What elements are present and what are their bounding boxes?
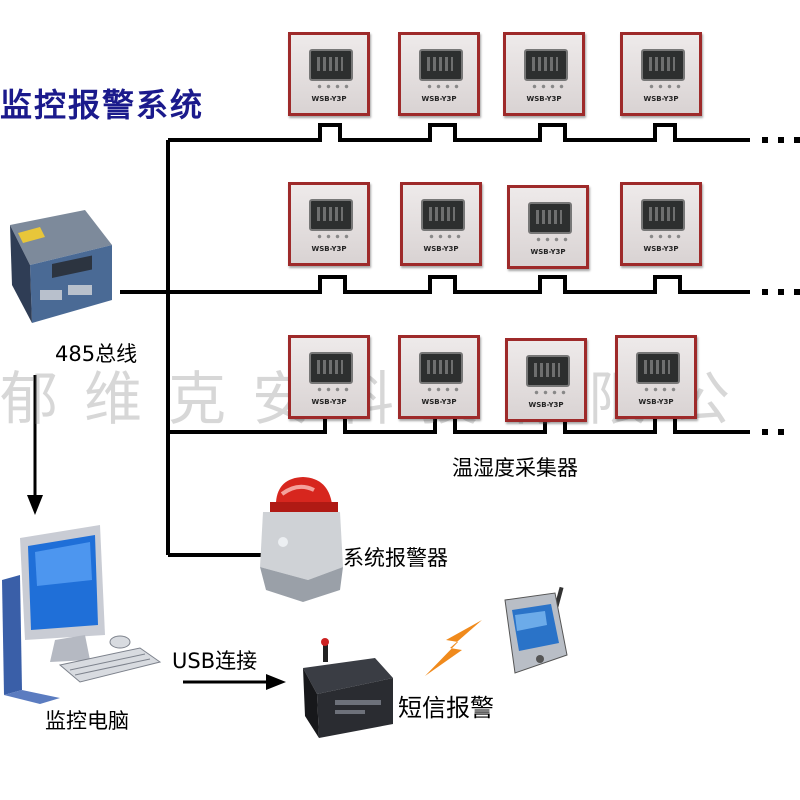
alarm-siren-icon: [260, 477, 343, 602]
sensor-unit: WSB-Y3P: [398, 32, 480, 116]
sensor-unit: WSB-Y3P: [398, 335, 480, 419]
alarm-label: 系统报警器: [343, 546, 448, 570]
bus-row-1-line: [168, 123, 750, 142]
rs485-converter-icon: [10, 210, 112, 323]
sensor-unit: WSB-Y3P: [288, 182, 370, 266]
bus-row-2-line: [120, 275, 750, 294]
usb-label: USB连接: [172, 649, 258, 673]
sensor-unit: WSB-Y3P: [288, 32, 370, 116]
sensor-unit: WSB-Y3P: [507, 185, 589, 269]
down-arrow-icon: [27, 495, 43, 515]
collector-label: 温湿度采集器: [452, 456, 578, 480]
sensor-unit: WSB-Y3P: [288, 335, 370, 419]
bus-label: 485总线: [55, 342, 138, 366]
page-title: 监控报警系统: [0, 86, 205, 124]
gsm-modem-icon: [303, 638, 393, 738]
lightning-bolt-icon: [425, 620, 482, 676]
sensor-unit: WSB-Y3P: [503, 32, 585, 116]
sensor-unit: WSB-Y3P: [620, 32, 702, 116]
right-arrow-icon: [266, 674, 286, 690]
desktop-computer-icon: [2, 525, 162, 704]
sms-label: 短信报警: [398, 694, 494, 722]
pda-phone-icon: [504, 586, 568, 674]
bus-row-3-line: [168, 415, 750, 434]
pc-label: 监控电脑: [45, 709, 129, 733]
sensor-unit: WSB-Y3P: [400, 182, 482, 266]
sensor-unit: WSB-Y3P: [615, 335, 697, 419]
sensor-unit: WSB-Y3P: [505, 338, 587, 422]
sensor-unit: WSB-Y3P: [620, 182, 702, 266]
